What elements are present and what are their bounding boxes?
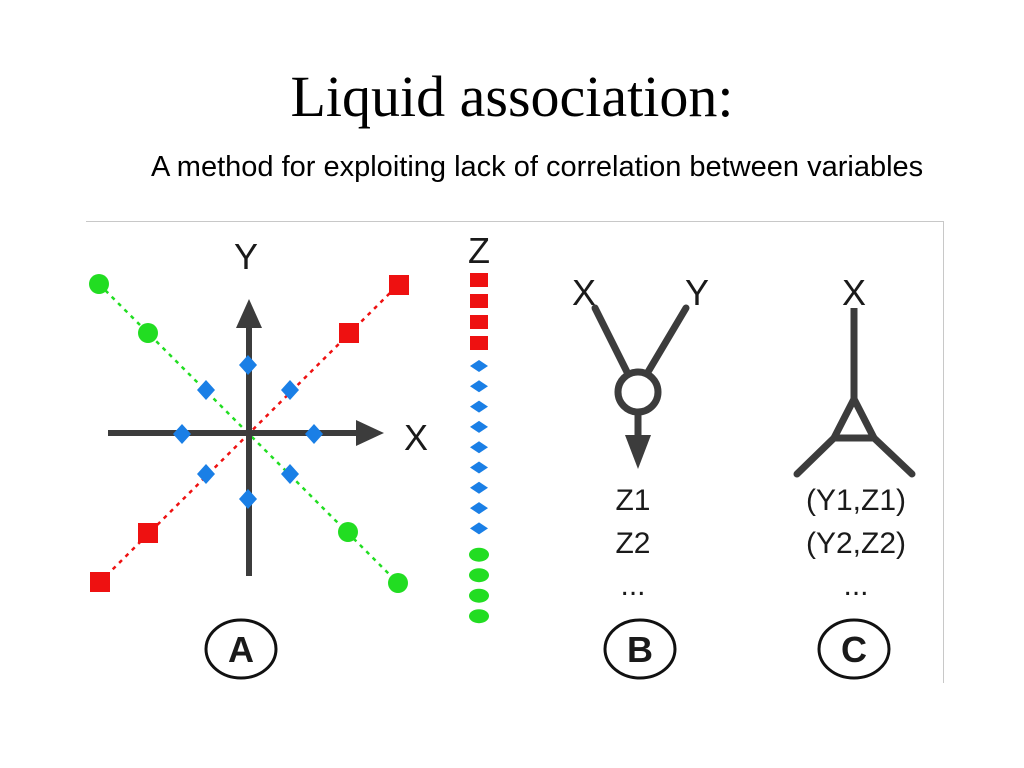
z-strip-blue-mark (470, 461, 488, 474)
panel-c-input-x: X (842, 272, 866, 313)
y-axis-label: Y (234, 236, 258, 277)
z-strip-blue-mark (470, 400, 488, 413)
red-point (90, 572, 110, 592)
panel-c-label-circle (817, 618, 891, 680)
figure: X Y Z A (86, 221, 944, 683)
blue-point (173, 424, 191, 444)
z-strip-blue-mark (470, 380, 488, 393)
panel-b-input-x: X (572, 272, 596, 313)
green-point (138, 323, 158, 343)
blue-point (239, 355, 257, 375)
y-axis-arrowhead (236, 299, 262, 328)
panel-b-output-2: Z2 (615, 527, 650, 560)
panel-c: X (Y1,Z1) (Y2,Z2) ... C (793, 272, 916, 680)
x-axis-label: X (404, 417, 428, 458)
z-strip-green-mark (469, 568, 489, 583)
red-point (389, 275, 409, 295)
figure-canvas: X Y Z A (86, 221, 944, 683)
z-strip-red-mark (470, 315, 488, 329)
panel-c-branch-right (870, 434, 916, 478)
panel-b-output-more: ... (620, 569, 645, 602)
slide-title: Liquid association: (290, 64, 734, 129)
z-strip-blue-mark (470, 481, 488, 494)
panel-b-output-1: Z1 (615, 484, 650, 517)
green-point (388, 573, 408, 593)
panel-a-label-circle (204, 618, 278, 680)
panel-b-edge-x (591, 304, 631, 376)
panel-c-output-1: (Y1,Z1) (806, 484, 906, 517)
z-strip-red-mark (470, 273, 488, 287)
z-strip-green-mark (469, 588, 489, 603)
z-strip-blue-mark (470, 420, 488, 433)
green-point (338, 522, 358, 542)
z-label: Z (468, 230, 490, 271)
panel-b: X Y Z1 Z2 ... B (572, 272, 709, 680)
z-strip-blue-mark (470, 502, 488, 515)
z-strip-green-mark (469, 547, 489, 562)
red-point (138, 523, 158, 543)
x-axis-arrowhead (356, 420, 384, 446)
blue-point (239, 489, 257, 509)
panel-c-branch-left (793, 434, 838, 478)
blue-point (305, 424, 323, 444)
blue-point (197, 380, 215, 400)
blue-point (197, 464, 215, 484)
z-strip-red-mark (470, 336, 488, 350)
z-strip-blue-mark (470, 522, 488, 535)
red-point (339, 323, 359, 343)
panel-c-output-more: ... (843, 569, 868, 602)
z-strip-red-mark (470, 294, 488, 308)
z-strip-green-mark (469, 609, 489, 624)
panel-b-label-circle (603, 618, 677, 680)
panel-a: X Y Z A (89, 230, 490, 680)
panel-c-output-2: (Y2,Z2) (806, 527, 906, 560)
panel-b-edge-y (644, 304, 690, 376)
panel-c-triangle (830, 395, 878, 442)
z-strip-blue-mark (470, 441, 488, 454)
panel-b-arrowhead (625, 435, 651, 469)
panel-b-node (614, 368, 662, 416)
panel-c-label: C (841, 629, 867, 670)
panel-b-input-y: Y (685, 272, 709, 313)
panel-a-label: A (228, 629, 254, 670)
blue-point (281, 464, 299, 484)
z-strip-blue-mark (470, 360, 488, 372)
blue-point (281, 380, 299, 400)
slide-subtitle: A method for exploiting lack of correlat… (151, 151, 924, 183)
z-strip (469, 273, 489, 624)
green-point (89, 274, 109, 294)
panel-b-label: B (627, 629, 653, 670)
